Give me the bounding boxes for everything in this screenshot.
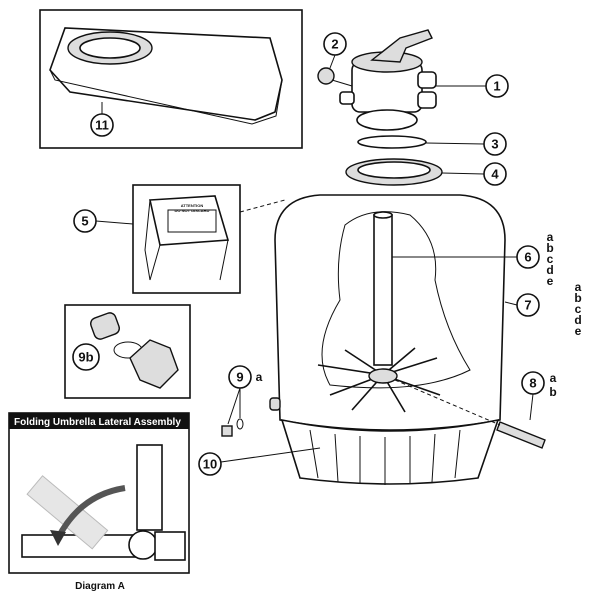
variant-6e: e [547, 274, 554, 288]
variant-7e: e [575, 324, 582, 338]
callout-11-label: 11 [95, 118, 109, 133]
callout-10: 10 [198, 452, 222, 476]
callout-9: 9 a [228, 365, 263, 389]
callout-1-label: 1 [493, 79, 500, 94]
variant-7d: d [574, 313, 581, 327]
callout-5-label: 5 [81, 214, 88, 229]
callout-8-label: 8 [529, 376, 536, 391]
variant-7a: a [575, 280, 582, 294]
part-6-standpipe-laterals [317, 211, 441, 413]
callout-9b-label: 9b [78, 350, 93, 365]
callout-11: 11 [90, 113, 114, 137]
part-9a-drain-plug [221, 397, 281, 437]
variant-9a: a [256, 370, 263, 384]
part-2-pressure-gauge [317, 67, 353, 87]
variant-8b: b [549, 385, 556, 399]
variant-6b: b [546, 241, 553, 255]
callout-6-label: 6 [524, 250, 531, 265]
diagram-a-inset: Folding Umbrella Lateral Assembly Diagra… [8, 412, 190, 592]
variant-6a: a [547, 230, 554, 244]
variant-7c: c [575, 302, 582, 316]
callout-7-label: 7 [524, 298, 531, 313]
callout-6: 6 a b c d e [516, 230, 554, 288]
part-3-o-ring [357, 135, 427, 149]
callout-9-label: 9 [236, 370, 243, 385]
part-8-lateral [496, 421, 546, 449]
variant-6c: c [547, 252, 554, 266]
callout-2: 2 [323, 32, 347, 56]
part-11-lid [39, 9, 303, 149]
callout-4: 4 [483, 162, 507, 186]
part-5-warning-tag: ATTENTION DO NOT DISCARD [132, 184, 241, 294]
inset-caption: Diagram A [75, 581, 125, 592]
callout-8: 8 a b [521, 371, 557, 399]
variant-8a: a [550, 371, 557, 385]
tag-line-2: DO NOT DISCARD [175, 208, 210, 213]
tag-line-1: ATTENTION [181, 203, 204, 208]
callout-3: 3 [483, 132, 507, 156]
part-4-clamp-ring [345, 158, 443, 186]
callout-2-label: 2 [331, 37, 338, 52]
part-9b-drain-assembly [64, 304, 191, 399]
inset-title: Folding Umbrella Lateral Assembly [14, 417, 181, 428]
callout-1: 1 [485, 74, 509, 98]
callout-4-label: 4 [491, 167, 499, 182]
part-10-base [280, 418, 500, 485]
variant-7b: b [574, 291, 581, 305]
callout-9b: 9b [72, 343, 100, 371]
callout-3-label: 3 [491, 137, 498, 152]
callout-7: 7 a b c d e [516, 280, 582, 338]
callout-5: 5 [73, 209, 97, 233]
callout-10-label: 10 [203, 457, 217, 472]
part-1-multiport-valve [339, 29, 437, 131]
variant-6d: d [546, 263, 553, 277]
